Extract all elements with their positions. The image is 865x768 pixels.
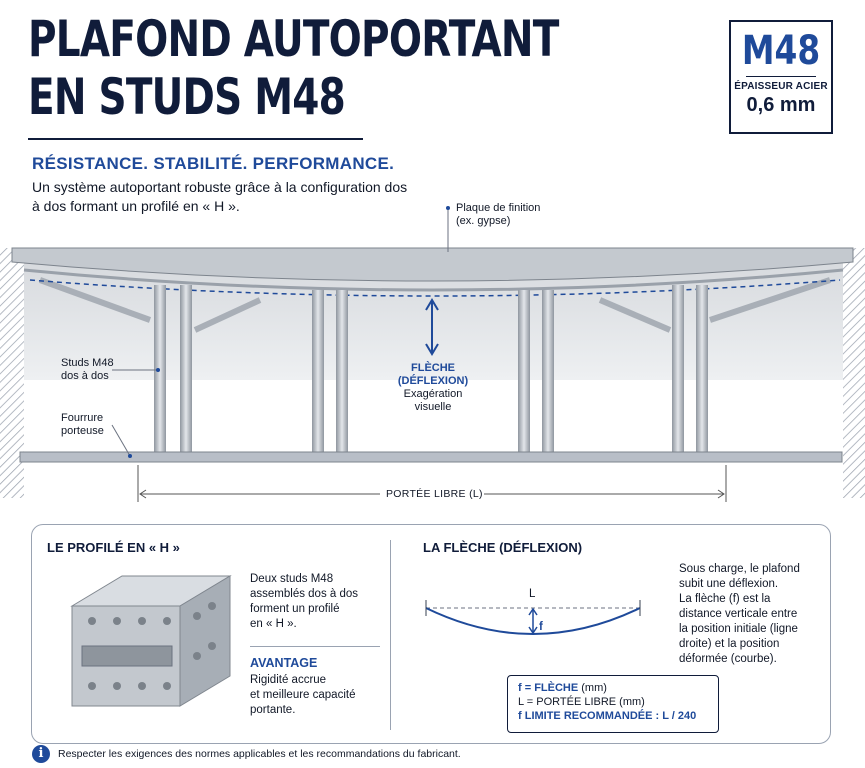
avantage-line3: portante.	[250, 704, 296, 716]
title-line-1: PLAFOND AUTOPORTANT	[28, 10, 559, 68]
bottom-runner	[19, 451, 843, 463]
fourrure-label: Fourrure porteuse	[61, 412, 104, 438]
deflexion-diagram	[425, 600, 641, 635]
plaque-label: Plaque de finition (ex. gypse)	[456, 202, 540, 228]
fleche-label: FLÈCHE (DÉFLEXION) Exagération visuelle	[390, 362, 476, 414]
right-wall	[843, 248, 865, 498]
deflexion-text-2: subit une déflexion.	[679, 578, 779, 590]
deflexion-text-4: distance verticale entre	[679, 608, 798, 620]
profile-heading: LE PROFILÉ EN « H »	[47, 540, 180, 555]
portee-label: PORTÉE LIBRE (L)	[386, 488, 483, 500]
intro-text: Un système autoportant robuste grâce à l…	[32, 179, 408, 214]
badge-value: 0,6 mm	[746, 94, 816, 116]
legend-fleche-key: f = FLÈCHE	[518, 682, 579, 694]
avantage-heading: AVANTAGE	[250, 656, 318, 670]
fleche-note-2: visuelle	[414, 401, 452, 413]
avantage-line2: et meilleure capacité	[250, 689, 356, 701]
fleche-title: FLÈCHE	[411, 362, 455, 374]
studs-m48	[154, 285, 708, 455]
studs-label-line2: dos à dos	[61, 370, 109, 382]
title-underline	[28, 138, 363, 140]
diagonal-braces	[38, 277, 831, 333]
profile-desc-line3: forment un profilé	[250, 603, 340, 615]
deflection-curve	[29, 279, 841, 297]
legend-fleche-unit: (mm)	[578, 682, 607, 694]
fourrure-leader	[111, 424, 131, 457]
profile-description: Deux studs M48 assemblés dos à dos forme…	[250, 572, 358, 632]
legend-fleche: f = FLÈCHE (mm)	[508, 676, 718, 695]
plaque-label-line2: (ex. gypse)	[456, 215, 511, 227]
finish-board	[11, 247, 854, 282]
studs-label: Studs M48 dos à dos	[61, 357, 114, 383]
profile-desc-line4: en « H ».	[250, 618, 297, 630]
avantage-rule	[250, 646, 380, 647]
ceiling-diagram	[0, 206, 865, 502]
deflexion-description: Sous charge, le plafond subit une déflex…	[679, 562, 800, 667]
page-title: PLAFOND AUTOPORTANT EN STUDS M48	[28, 10, 559, 126]
info-panel	[31, 524, 831, 744]
badge-label: ÉPAISSEUR ACIER	[734, 81, 828, 92]
deflexion-legend: f = FLÈCHE (mm) L = PORTÉE LIBRE (mm) f …	[507, 675, 719, 733]
panel-divider	[390, 540, 391, 730]
deflexion-text-6: droite) et la position	[679, 638, 780, 650]
plaque-label-line1: Plaque de finition	[456, 202, 541, 214]
top-track	[23, 268, 844, 292]
deflexion-f-label: f	[539, 621, 543, 633]
profile-desc-line2: assemblés dos à dos	[250, 588, 359, 600]
badge-divider	[746, 76, 816, 77]
legend-limit-text: f LIMITE RECOMMANDÉE : L / 240	[518, 710, 697, 722]
legend-portee: L = PORTÉE LIBRE (mm)	[518, 696, 645, 708]
fleche-subtitle: (DÉFLEXION)	[397, 375, 469, 387]
fleche-note-1: Exagération	[403, 388, 463, 400]
fourrure-label-line2: porteuse	[61, 425, 104, 437]
fourrure-label-line1: Fourrure	[61, 412, 104, 424]
tagline: RÉSISTANCE. STABILITÉ. PERFORMANCE.	[32, 154, 395, 173]
badge-model: M48	[741, 28, 821, 74]
info-icon: i	[32, 745, 50, 763]
deflexion-l-label: L	[529, 588, 536, 600]
title-line-2: EN STUDS M48	[28, 68, 346, 126]
deflexion-heading: LA FLÈCHE (DÉFLEXION)	[423, 540, 583, 555]
avantage-description: Rigidité accrue et meilleure capacité po…	[250, 673, 355, 718]
thickness-badge: M48 ÉPAISSEUR ACIER 0,6 mm	[729, 20, 833, 134]
legend-limit: f LIMITE RECOMMANDÉE : L / 240	[508, 709, 718, 723]
avantage-line1: Rigidité accrue	[250, 674, 327, 686]
deflexion-text-1: Sous charge, le plafond	[679, 563, 800, 575]
h-profile-illustration	[70, 575, 232, 707]
profile-desc-line1: Deux studs M48	[250, 573, 334, 585]
studs-label-line1: Studs M48	[61, 357, 114, 369]
deflexion-text-3: La flèche (f) est la	[679, 593, 771, 605]
deflexion-text-7: déformée (courbe).	[679, 653, 777, 665]
deflexion-text-5: la position initiale (ligne	[679, 623, 798, 635]
footer-note: Respecter les exigences des normes appli…	[58, 748, 461, 760]
